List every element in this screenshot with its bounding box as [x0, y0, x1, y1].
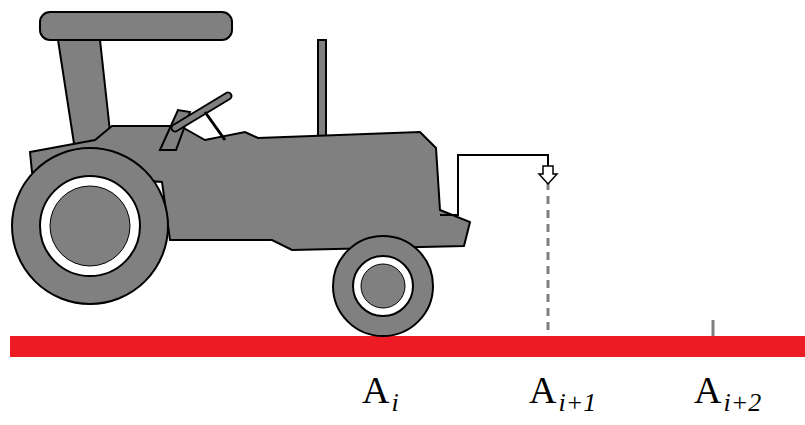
point-subscript: i+2 [723, 388, 761, 417]
front-wheel-rim [353, 256, 413, 316]
rear-wheel-rim [40, 176, 140, 276]
steering-column [205, 112, 225, 140]
point-letter: A [529, 369, 556, 411]
tick-mark [712, 320, 715, 336]
point-letter: A [694, 369, 721, 411]
point-subscript: i+1 [558, 388, 596, 417]
rear-wheel-hub [50, 186, 130, 266]
point-subscript: i [391, 388, 398, 417]
steering-wheel [175, 96, 228, 128]
point-letter: A [362, 369, 389, 411]
hitch-arm [440, 155, 548, 215]
rear-wheel [12, 148, 168, 304]
point-label: Ai+1 [529, 368, 596, 412]
ground-bar [10, 336, 805, 357]
drop-line [547, 182, 550, 336]
point-label: Ai+2 [694, 368, 761, 412]
drop-arrow [539, 166, 557, 184]
steering-wheel [175, 96, 228, 128]
front-wheel-hub [361, 264, 405, 308]
tractor-roof [40, 12, 232, 40]
exhaust-pipe [318, 40, 326, 136]
point-label: Ai [362, 368, 399, 412]
front-wheel [333, 236, 433, 336]
